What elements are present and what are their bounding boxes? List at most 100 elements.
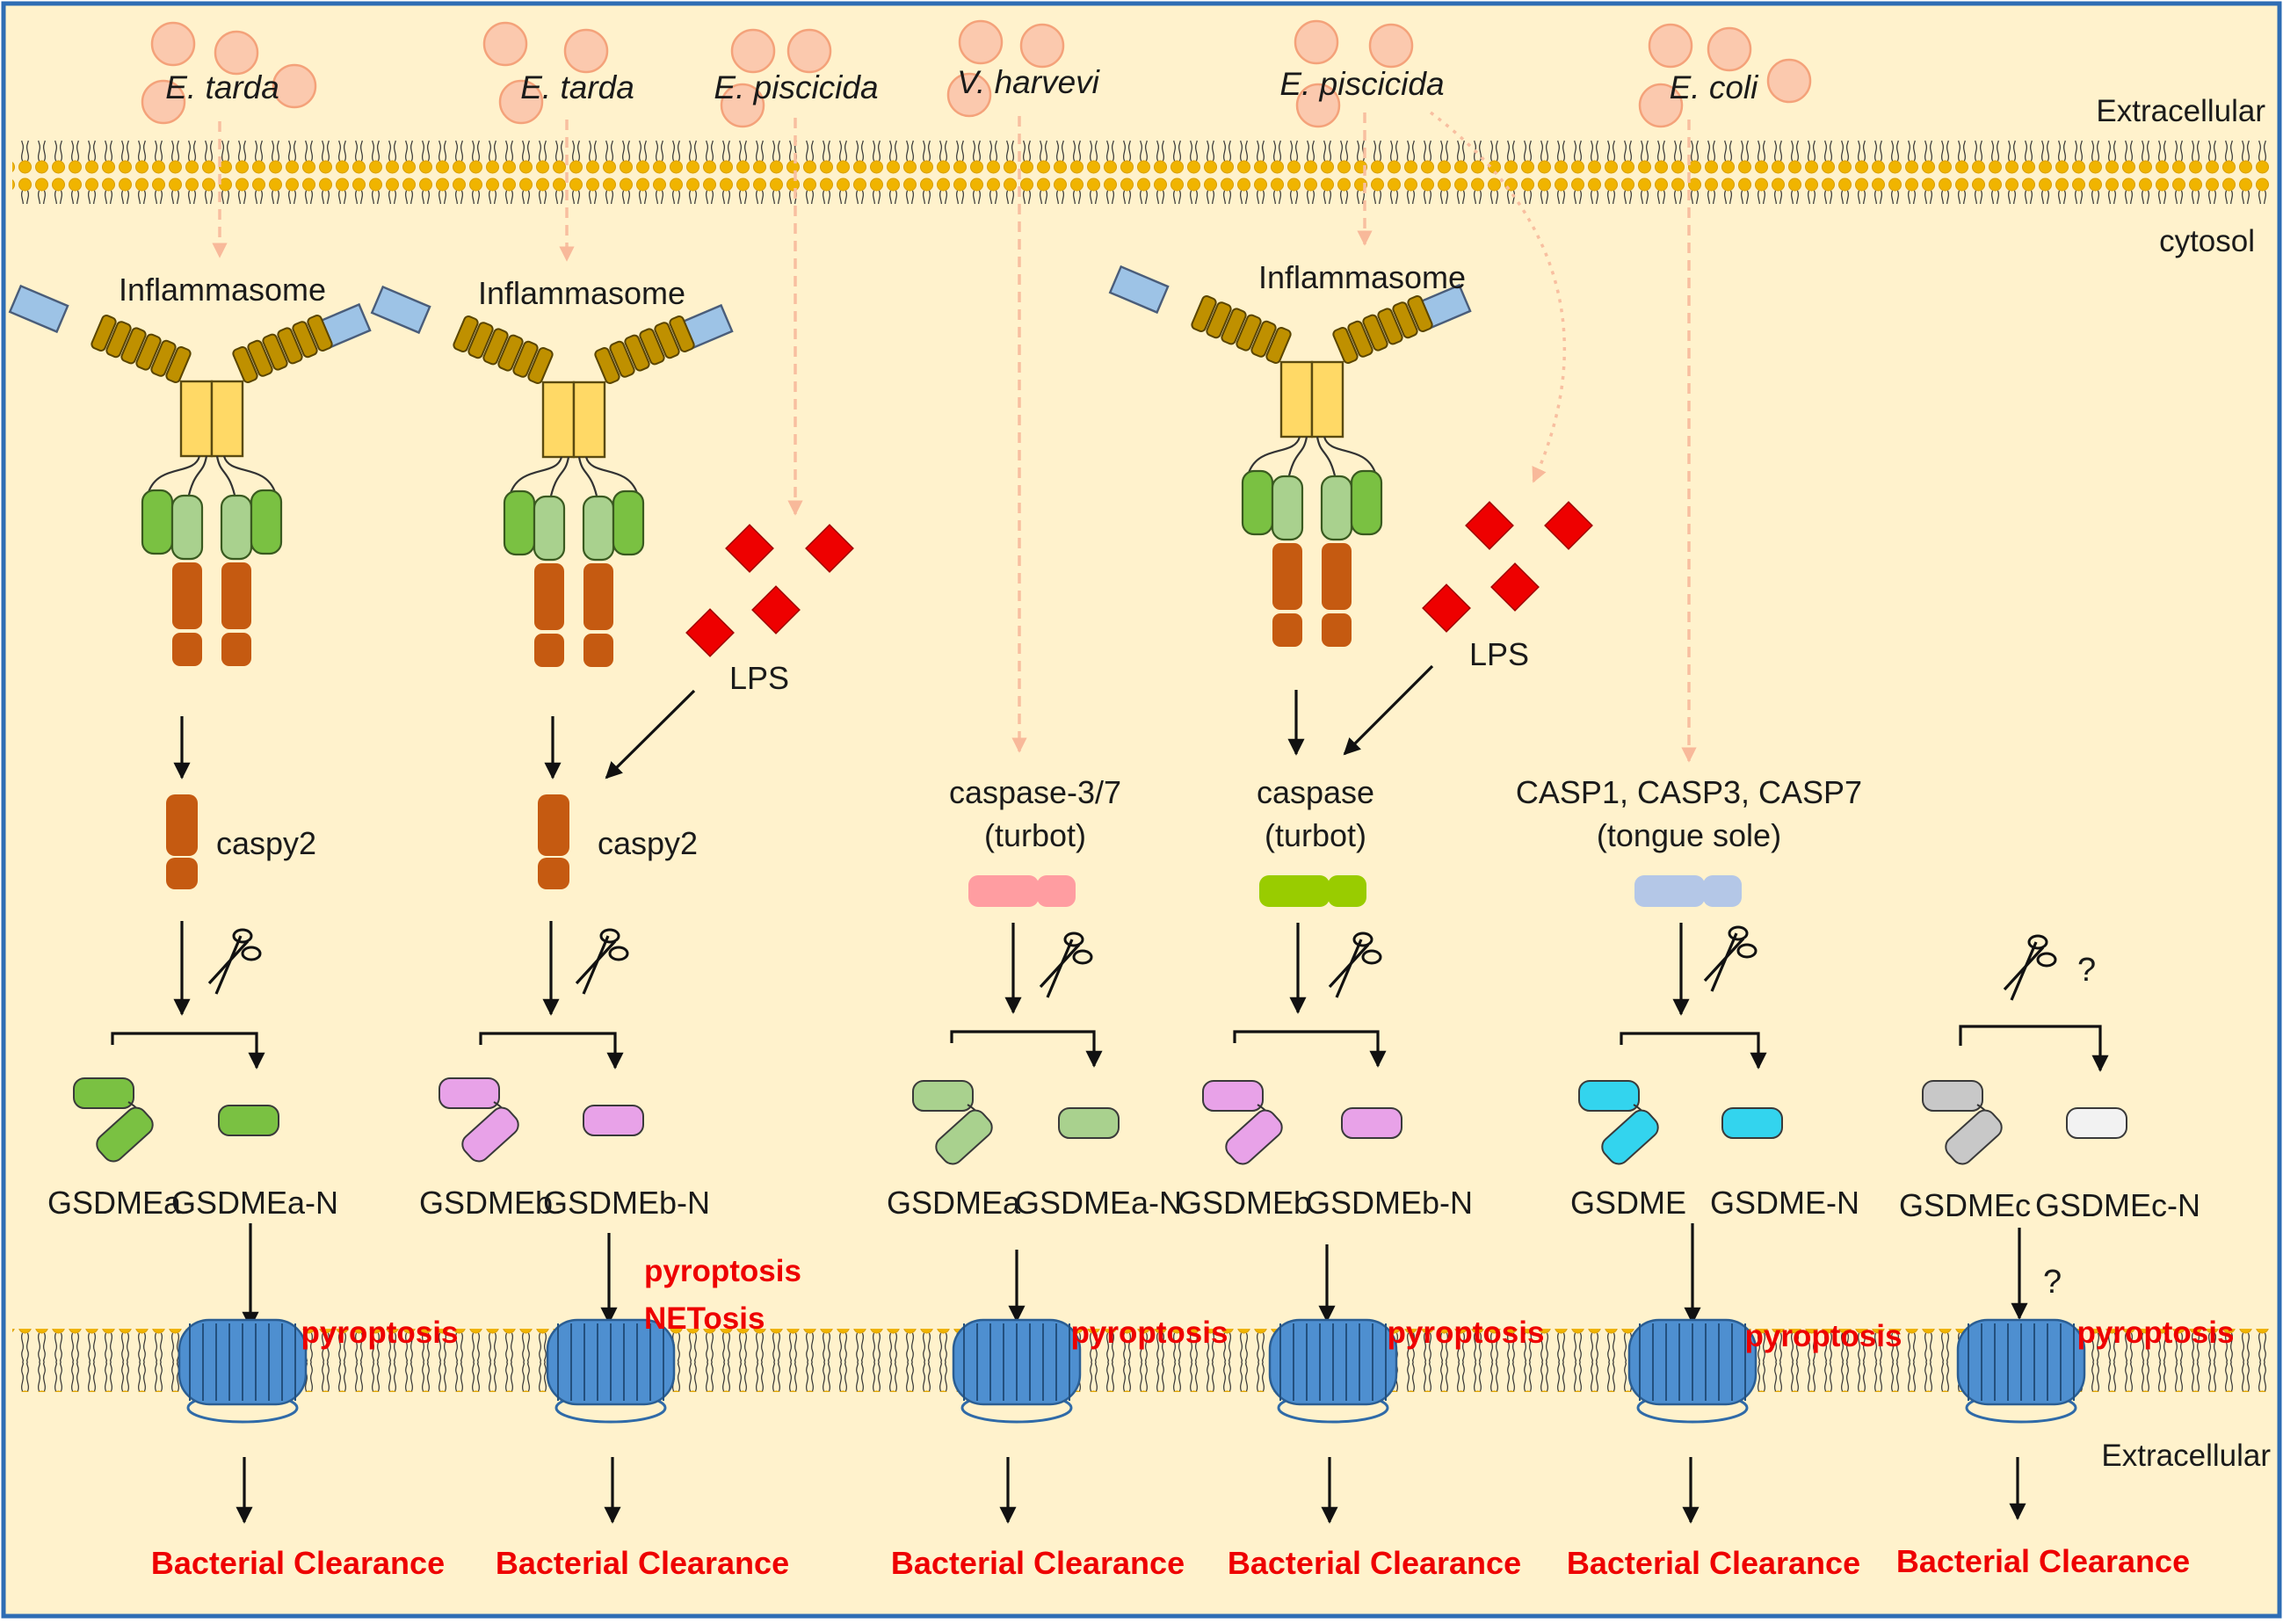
caspase-label: caspy2 <box>216 825 316 861</box>
pyrin-domain-icon <box>503 489 536 556</box>
scissors-blade <box>2010 941 2038 1001</box>
scissors-icon <box>1328 932 1382 998</box>
bacterium-icon <box>786 28 832 74</box>
inflammasome-label: Inflammasome <box>478 275 685 311</box>
gsdme-c-domain-icon <box>96 1106 154 1163</box>
gsdme-n-label: GSDMEc-N <box>2035 1187 2200 1223</box>
gsdme-full-label: GSDMEb <box>1178 1185 1311 1221</box>
gsdme-c-domain-icon <box>1945 1109 2003 1165</box>
gsdme-n-label: GSDMEa-N <box>171 1185 338 1221</box>
adaptor-domain-icon <box>1279 360 1314 439</box>
scissors-icon <box>1703 925 1758 992</box>
caspase-label: (turbot) <box>984 817 1086 853</box>
inflammasome-label: Inflammasome <box>1258 259 1466 295</box>
lps-molecule-icon <box>725 524 774 573</box>
card-domain-icon <box>370 285 431 335</box>
pyrin-domain-icon <box>220 494 253 561</box>
linker-icon <box>215 455 238 504</box>
nacht-segment-icon <box>453 315 479 352</box>
gsdme-pore-icon <box>1268 1318 1398 1424</box>
gsdme-n-domain-icon <box>73 1077 134 1109</box>
outcome-label: pyroptosis <box>1745 1319 1902 1353</box>
nacht-segment-icon <box>467 322 494 359</box>
arrow <box>1343 664 1434 756</box>
nacht-segment-icon <box>262 333 288 371</box>
outcome-label: pyroptosis <box>644 1254 801 1288</box>
zone-label-extracellular-top: Extracellular <box>2096 94 2265 128</box>
branch-arrow <box>479 1032 624 1069</box>
nacht-segment-icon <box>1206 301 1232 339</box>
gsdme-n-domain-icon <box>1202 1080 1264 1112</box>
nacht-segment-icon <box>594 347 620 384</box>
bacterium-icon <box>1294 19 1339 65</box>
nacht-segment-icon <box>1236 314 1262 352</box>
branch-arrow <box>1959 1025 2109 1072</box>
nacht-segment-icon <box>1221 308 1247 345</box>
inflammasome-complex-icon <box>370 285 734 667</box>
nacht-segment-icon <box>165 346 192 383</box>
scissors-blade <box>1335 939 1363 998</box>
nacht-segment-icon <box>1392 301 1418 339</box>
bacterium-icon <box>720 83 765 128</box>
gsdme-pore-icon <box>178 1318 308 1424</box>
caspase-domain-icon <box>1272 613 1302 647</box>
gsdme-n-label: GSDMEa-N <box>1015 1185 1182 1221</box>
scissors-handle <box>2027 934 2048 950</box>
nacht-segment-icon <box>120 327 147 365</box>
pyrin-domain-icon <box>612 489 645 556</box>
scissors-handle <box>1352 932 1373 947</box>
nacht-segment-icon <box>1250 320 1277 358</box>
bacterium-label: E. coli <box>1670 69 1760 105</box>
lps-molecule-icon <box>1490 562 1540 612</box>
caspy2-icon <box>166 794 198 856</box>
pyrin-domain-icon <box>533 495 566 562</box>
nacht-segment-icon <box>1332 327 1359 364</box>
caspase-domain-icon <box>583 563 613 630</box>
lps-molecule-icon <box>805 524 854 573</box>
caspase-label: caspase-3/7 <box>949 774 1121 810</box>
lps-molecule-icon <box>1422 584 1471 633</box>
nacht-segment-icon <box>247 339 273 377</box>
caspy2-icon <box>166 858 198 889</box>
scissors-handle <box>1728 925 1749 941</box>
gsdme-n-fragment-icon <box>2066 1107 2127 1139</box>
pyrin-domain-icon <box>1271 475 1304 541</box>
caspase-domain-icon <box>1322 543 1352 610</box>
scissors-handle <box>2036 952 2057 968</box>
bacterium-label: E. piscicida <box>1279 66 1444 102</box>
gsdme-n-label: GSDMEb-N <box>543 1185 710 1221</box>
caspase-domain-icon <box>534 634 564 667</box>
lps-molecule-icon <box>1465 501 1514 550</box>
branch-arrow <box>111 1032 265 1069</box>
bacterium-icon <box>958 19 1004 65</box>
nacht-segment-icon <box>105 321 132 359</box>
adaptor-domain-icon <box>572 381 606 459</box>
nacht-segment-icon <box>91 315 117 352</box>
caspy2-icon <box>538 794 569 856</box>
caspase-icon <box>1037 875 1076 907</box>
caspase-label: (tongue sole) <box>1597 817 1781 853</box>
scissors-handle <box>1736 943 1758 959</box>
bacterium-icon <box>214 30 259 76</box>
caspase-label: caspase <box>1257 774 1374 810</box>
linker-icon <box>147 455 201 493</box>
bacterium-icon <box>563 28 609 74</box>
nacht-segment-icon <box>1377 308 1403 345</box>
scissors-icon <box>207 928 262 995</box>
bacterial-clearance-label: Bacterial Clearance <box>151 1545 445 1581</box>
inflammasome-label: Inflammasome <box>119 272 326 308</box>
gsdme-n-fragment-icon <box>1058 1107 1120 1139</box>
inflammasome-complex-icon <box>8 284 372 666</box>
bacterium-label: E. piscicida <box>714 69 878 105</box>
caspase-label: caspy2 <box>598 825 698 861</box>
scissors-blade <box>1710 932 1738 992</box>
gsdme-n-domain-icon <box>438 1077 500 1109</box>
bacterium-icon <box>1368 23 1414 69</box>
arrow <box>605 689 696 779</box>
adaptor-domain-icon <box>1310 360 1344 439</box>
pyrin-domain-icon <box>250 489 283 555</box>
bacterial-clearance-label: Bacterial Clearance <box>891 1545 1185 1581</box>
bacterium-icon <box>1766 58 1812 104</box>
bacterium-label: E. tarda <box>165 69 279 105</box>
nacht-segment-icon <box>497 334 524 372</box>
